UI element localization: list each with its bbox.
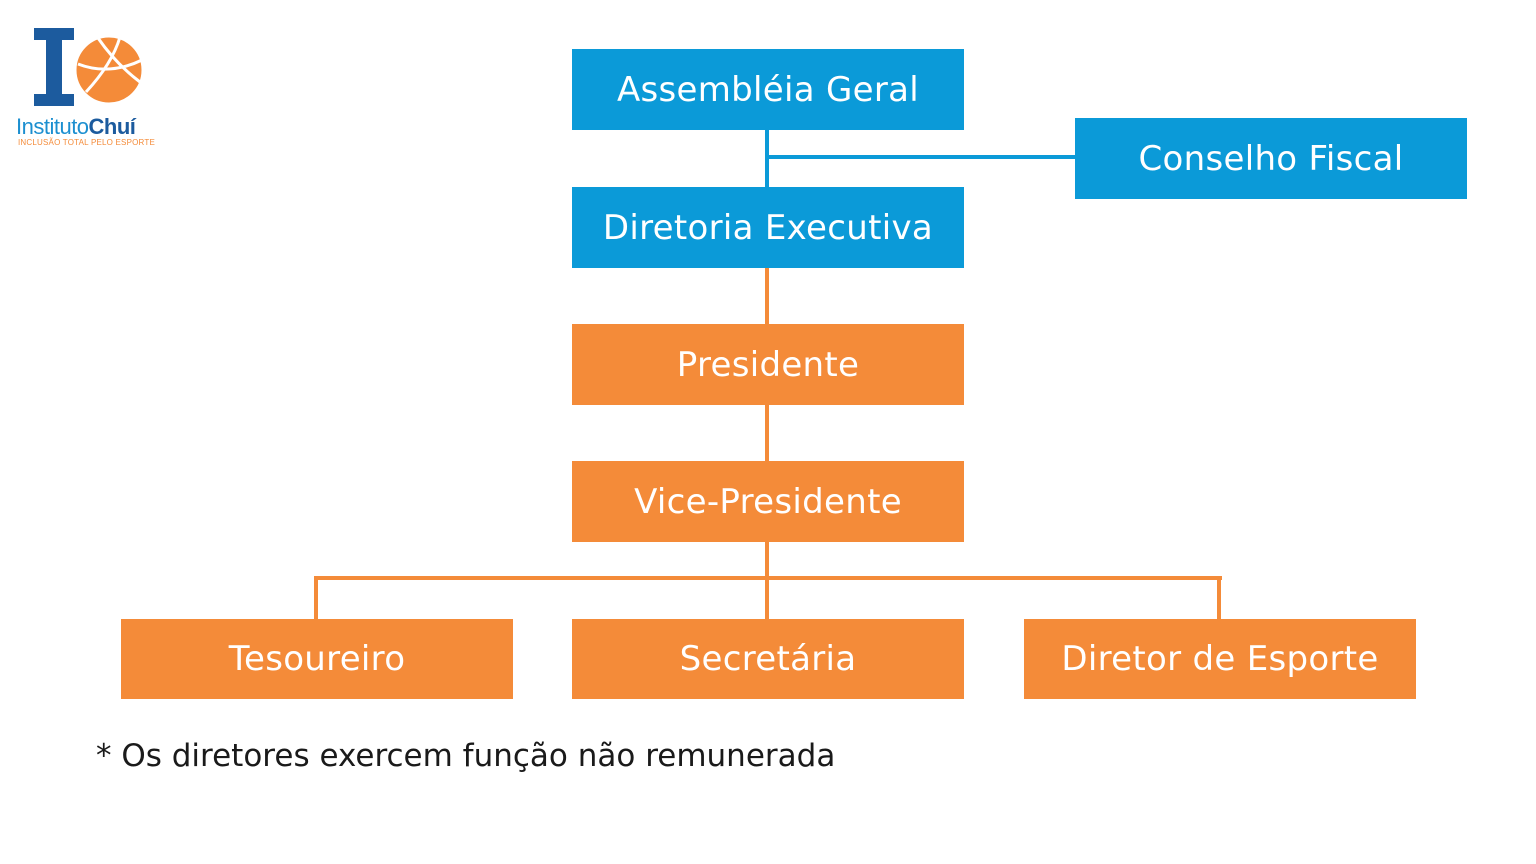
connector-to-tesoureiro: [314, 576, 318, 619]
logo-name-part1: Instituto: [16, 114, 89, 139]
node-vice-presidente: Vice-Presidente: [572, 461, 964, 542]
connector-presidente-vice: [765, 404, 769, 461]
node-secretaria: Secretária: [572, 619, 964, 699]
connector-vice-down: [765, 541, 769, 619]
logo-tagline: INCLUSÃO TOTAL PELO ESPORTE: [18, 138, 155, 147]
logo-name-part2: Chuí: [88, 114, 136, 139]
footnote: * Os diretores exercem função não remune…: [96, 738, 836, 774]
node-assembleia-geral: Assembléia Geral: [572, 49, 964, 130]
connector-diretoria-presidente: [765, 267, 769, 324]
instituto-chui-logo: InstitutoChuí INCLUSÃO TOTAL PELO ESPORT…: [16, 24, 166, 154]
connector-to-conselho: [767, 155, 1076, 159]
node-diretor-de-esporte: Diretor de Esporte: [1024, 619, 1416, 699]
basketball-icon: [73, 34, 145, 106]
node-presidente: Presidente: [572, 324, 964, 405]
node-conselho-fiscal: Conselho Fiscal: [1075, 118, 1467, 199]
connector-horizontal-branch: [314, 576, 1222, 580]
connector-to-diretor-esporte: [1217, 576, 1221, 619]
node-tesoureiro: Tesoureiro: [121, 619, 513, 699]
logo-name: InstitutoChuí: [16, 114, 136, 140]
node-diretoria-executiva: Diretoria Executiva: [572, 187, 964, 268]
logo-mark: [34, 28, 145, 106]
